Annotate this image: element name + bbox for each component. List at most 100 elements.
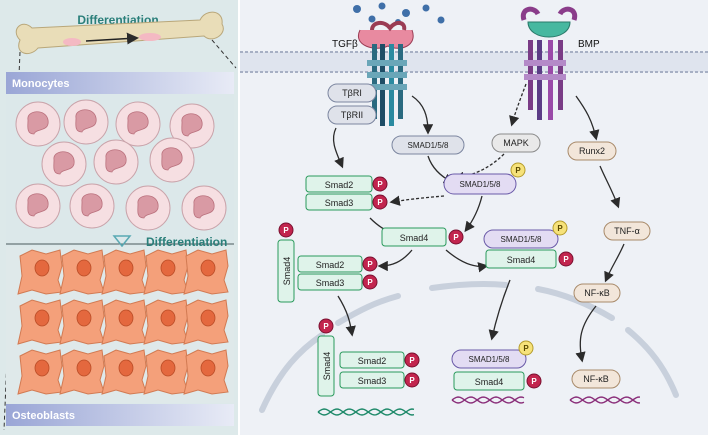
osteoblast-cell [143,249,189,295]
right-panel: TGFβ BMP TβRI TβRII [240,0,708,435]
osteoblast-cell [59,349,105,395]
smad4-center: Smad4 P [381,227,464,247]
svg-text:P: P [367,278,373,287]
monocyte-cell [63,99,109,145]
phospho-smad3: P [372,194,388,210]
arrow-tnfa-to-nfkb [604,243,625,283]
monocyte-cells [15,99,227,231]
dna-strands [317,396,641,416]
svg-text:P: P [557,224,563,233]
svg-text:P: P [409,356,415,365]
arrow-bmp-to-runx2 [575,95,600,141]
smad2-cytoplasm: Smad2 [305,175,373,193]
monocyte-cell [15,101,61,147]
svg-text:P: P [323,322,329,331]
smad158-upper-label: SMAD1/5/8 [408,141,449,150]
monocyte-cell [125,185,171,231]
svg-text:P: P [377,198,383,207]
smad4-center-label: Smad4 [400,233,429,243]
svg-text:Smad2: Smad2 [358,356,387,366]
svg-text:P: P [531,377,537,386]
svg-text:Smad4: Smad4 [507,255,536,265]
arrow-smad158-to-smad4 [464,195,483,233]
osteoblast-cells [17,249,229,395]
monocyte-cell [149,137,195,183]
bone-arrow [85,32,139,45]
smad158-complex-cytoplasm: SMAD1/5/8 P Smad4 P [483,220,574,269]
osteoblast-cell [143,349,189,395]
svg-text:Smad4: Smad4 [322,352,332,381]
arrow-runx2-to-tnfa [599,165,621,209]
mapk-node: MAPK [491,133,541,153]
arrow-bmp-to-mapk [509,83,527,127]
smad3-label: Smad3 [325,198,354,208]
svg-text:P: P [453,233,459,242]
smad2-label: Smad2 [325,180,354,190]
bone-spot-right [139,33,161,41]
svg-text:Smad3: Smad3 [358,376,387,386]
osteoblast-cell [183,299,229,345]
nuclear-envelope [259,281,679,413]
arrow-to-left-complex [377,249,413,272]
monocyte-cell [41,141,87,187]
dna-helix [569,396,641,404]
svg-text:P: P [283,226,289,235]
monocyte-cell [69,183,115,229]
svg-text:Smad4: Smad4 [475,377,504,387]
monocyte-cell [93,139,139,185]
arrow-smad158-to-smad3 [389,195,445,206]
osteoblast-cell [17,249,63,295]
runx2-label: Runx2 [579,146,605,156]
svg-text:P: P [515,166,521,175]
tgfb-label: TGFβ [332,39,358,50]
osteoblasts-header-bar [6,404,234,426]
tbr2-label: TβRII [341,110,363,120]
osteoblast-cell [59,249,105,295]
osteoblast-cell [17,299,63,345]
dna-helix [317,408,415,416]
nfkb-cytoplasm-label: NF-κB [584,288,610,298]
tgfb-receptor [357,21,414,126]
osteoblast-cell [59,299,105,345]
mapk-label: MAPK [503,138,529,148]
svg-text:Smad3: Smad3 [316,278,345,288]
nfkb-nucleus: NF-κB [571,369,621,389]
nfkb-cytoplasm: NF-κB [573,283,621,303]
bone-spot-left [63,38,81,46]
osteoblast-cell [183,249,229,295]
smad158-phospho-label: SMAD1/5/8 [460,180,501,189]
bmp-receptor [520,6,578,120]
monocytes-header-bar [6,72,234,94]
svg-text:P: P [523,344,529,353]
monocyte-cell [115,101,161,147]
pathway-arrows [332,83,625,363]
smad-complex-nucleus: P Smad4 Smad2 Smad3 P P [317,318,420,397]
osteoblast-cell [101,249,147,295]
tbr1-label: TβRI [342,88,362,98]
arrow-to-smad2 [332,127,344,169]
runx2-node: Runx2 [567,141,617,161]
tgfb-ligands [353,2,445,25]
svg-text:SMAD1/5/8: SMAD1/5/8 [469,355,510,364]
bmp-label: BMP [578,39,600,50]
smad3-cytoplasm: Smad3 [305,193,373,211]
tnfa-node: TNF-α [603,221,651,241]
arrow-to-right-complex [445,249,489,273]
monocyte-cell [181,185,227,231]
svg-text:P: P [409,376,415,385]
svg-text:SMAD1/5/8: SMAD1/5/8 [501,235,542,244]
arrow-to-smad158 [411,95,434,135]
dna-helix [451,396,525,404]
left-panel: Differentiation Monocytes Differentiatio… [0,0,238,435]
differentiation-triangle-icon [112,235,132,248]
svg-text:Smad2: Smad2 [316,260,345,270]
tbr2-node: TβRII [327,105,377,125]
svg-text:P: P [377,180,383,189]
svg-text:Smad4: Smad4 [282,257,292,286]
monocytes-label: Monocytes [12,78,69,90]
smad-complex-cytoplasm: P Smad4 Smad2 Smad3 P P [277,222,378,303]
tnfa-label: TNF-α [614,226,640,236]
monocyte-cell [15,183,61,229]
arrow-into-nucleus-left [337,295,356,337]
smad158-phospho: SMAD1/5/8 P [443,162,526,195]
